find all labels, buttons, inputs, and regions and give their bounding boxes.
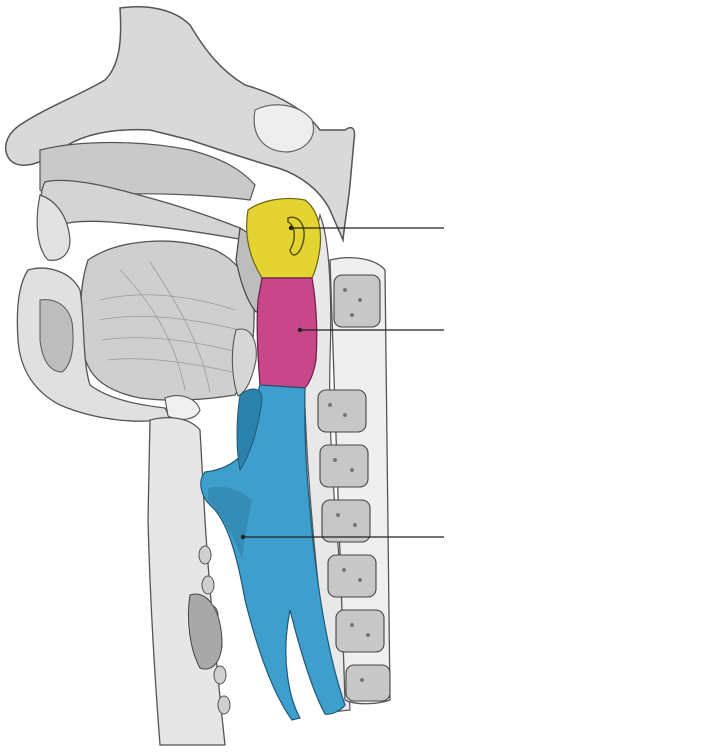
sphenoid-sinus xyxy=(253,104,314,153)
skull-base xyxy=(4,6,356,243)
tongue xyxy=(80,240,255,401)
nasopharynx-torus xyxy=(287,216,305,256)
thyroid-gland xyxy=(187,593,223,670)
larynx-lumen-shadow xyxy=(208,486,252,560)
cervical-vertebrae xyxy=(317,274,391,702)
aryepiglottic-fold xyxy=(236,388,263,472)
leader-dot-nasopharynx xyxy=(288,225,294,231)
annotation-leaders xyxy=(240,225,444,540)
oropharynx-region xyxy=(256,277,318,389)
mandible xyxy=(39,299,74,373)
upper-lip xyxy=(36,194,71,261)
nasopharynx-region xyxy=(245,197,322,279)
epiglottis xyxy=(231,328,257,397)
head-neck-section-drawing xyxy=(4,6,391,746)
leader-dot-oropharynx xyxy=(297,327,303,333)
tongue-fibers xyxy=(99,261,241,393)
laryngopharynx-region xyxy=(200,384,346,721)
vertebra-texture xyxy=(328,288,370,682)
leader-dot-laryngopharynx xyxy=(240,534,246,540)
